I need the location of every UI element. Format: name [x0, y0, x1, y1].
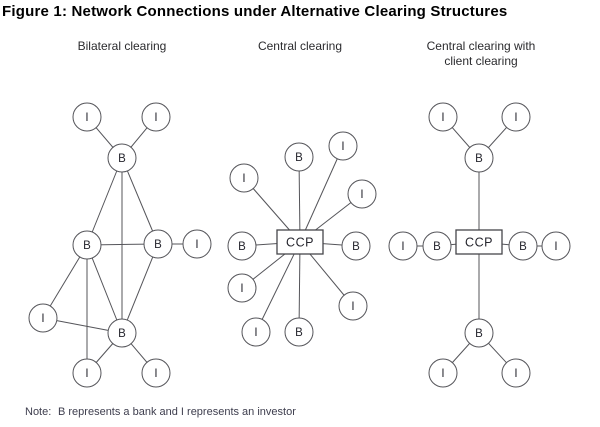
investor-node-label: I: [554, 241, 557, 253]
investor-node-i3: [182, 229, 212, 259]
bank-node-b4: [107, 318, 137, 348]
investor-node-i-se: [501, 358, 531, 388]
edge-b2-b4: [86, 244, 123, 334]
edge-b1-b2: [86, 157, 123, 246]
investor-node-label: I: [360, 189, 363, 201]
investor-node-i-ne: [328, 131, 358, 161]
investor-node-i-nw: [428, 102, 458, 132]
bank-node-label: B: [295, 152, 303, 164]
diagram-heading-bilateral-clearing: Bilateral clearing: [77, 39, 167, 53]
figure-title: Figure 1: Network Connections under Alte…: [2, 3, 508, 20]
ccp-box: [276, 229, 324, 255]
investor-node-i2: [141, 102, 171, 132]
investor-node-label: I: [401, 241, 404, 253]
bank-node-b-top: [464, 143, 494, 173]
bank-node-label: B: [475, 153, 483, 165]
bank-node-label: B: [238, 241, 246, 253]
investor-node-label: I: [441, 368, 444, 380]
figure-note: Note: B represents a bank and I represent…: [25, 406, 296, 418]
investor-node-i-sw2: [241, 317, 271, 347]
bank-node-label: B: [83, 240, 91, 252]
edge-i-sw2-ccp: [255, 241, 301, 333]
investor-node-i1: [72, 102, 102, 132]
investor-node-i-e: [541, 231, 571, 261]
bank-node-b-top: [284, 142, 314, 172]
diagram-heading-central-clearing: Central clearing: [257, 39, 343, 53]
investor-node-label: I: [514, 112, 517, 124]
bank-node-label: B: [475, 328, 483, 340]
investor-node-i5: [72, 358, 102, 388]
investor-node-i-nw: [229, 163, 259, 193]
bank-node-label: B: [519, 241, 527, 253]
investor-node-i-e: [347, 179, 377, 209]
investor-node-i-se: [338, 291, 368, 321]
investor-node-label: I: [195, 239, 198, 251]
diagram-central-clearing-with-client-clearing: CCP I I B I B B I B I I: [388, 102, 571, 388]
investor-node-label: I: [351, 301, 354, 313]
investor-node-label: I: [41, 313, 44, 325]
investor-node-label: I: [254, 327, 257, 339]
bank-node-label: B: [295, 327, 303, 339]
bank-node-label: B: [118, 153, 126, 165]
edge-b1-b3: [121, 157, 159, 245]
bank-node-label: B: [433, 241, 441, 253]
ccp-label: CCP: [286, 236, 314, 250]
investor-node-label: I: [514, 368, 517, 380]
bank-node-b-right: [341, 231, 371, 261]
investor-node-label: I: [154, 112, 157, 124]
ccp-label: CCP: [465, 236, 493, 250]
bank-node-b-left: [227, 231, 257, 261]
edge-b3-b4: [121, 243, 159, 334]
investor-node-i6: [141, 358, 171, 388]
edge-b-bottom-ccp: [298, 241, 301, 333]
bank-node-b3: [143, 229, 173, 259]
bank-node-b-west: [422, 231, 452, 261]
bank-node-label: B: [352, 241, 360, 253]
bank-node-label: B: [118, 328, 126, 340]
edge-i-ne-ccp: [299, 145, 344, 243]
note-text: B represents a bank and I represents an …: [58, 406, 296, 418]
diagram-central-clearing: CCP B I I I B B I I B I: [227, 131, 377, 347]
investor-node-i4: [28, 303, 58, 333]
investor-node-label: I: [341, 141, 344, 153]
note-label: Note:: [25, 406, 52, 418]
investor-node-label: I: [154, 368, 157, 380]
investor-node-label: I: [441, 112, 444, 124]
bank-node-b-east: [508, 231, 538, 261]
investor-node-label: I: [85, 368, 88, 380]
bank-node-b1: [107, 143, 137, 173]
investor-node-label: I: [242, 173, 245, 185]
diagram-bilateral-clearing: I I B B B I I B I I: [28, 102, 212, 388]
investor-node-label: I: [240, 283, 243, 295]
diagram-heading-client-clearing: Central clearing with client clearing: [426, 39, 536, 68]
investor-node-i-ne: [501, 102, 531, 132]
investor-node-i-sw: [428, 358, 458, 388]
ccp-box: [455, 229, 503, 255]
bank-node-b-bottom: [284, 317, 314, 347]
bank-node-b-bottom: [464, 318, 494, 348]
investor-node-label: I: [85, 112, 88, 124]
bank-node-label: B: [154, 239, 162, 251]
investor-node-i-sw1: [227, 273, 257, 303]
investor-node-i-w: [388, 231, 418, 261]
bank-node-b2: [72, 230, 102, 260]
